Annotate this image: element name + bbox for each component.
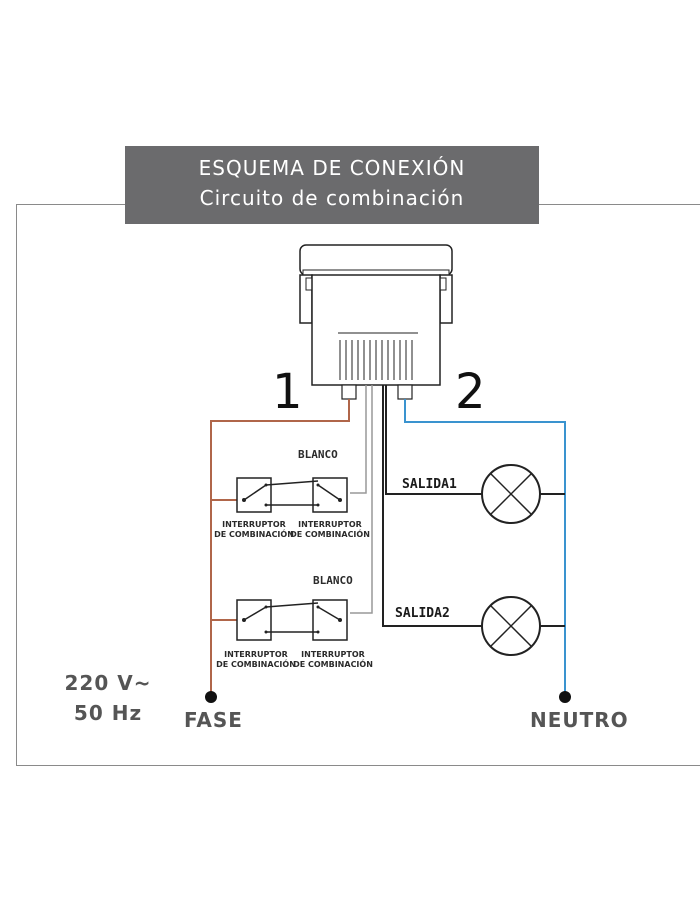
fase-wire (210, 399, 350, 693)
switch-1a-label-line1: INTERRUPTOR (222, 520, 286, 529)
salida2-label: SALIDA2 (395, 606, 450, 621)
switch-2a-label-line2: DE COMBINACIÓN (216, 658, 296, 669)
switch-pair-1 (236, 477, 348, 513)
switch-1b-label-line1: INTERRUPTOR (298, 520, 362, 529)
lamp-salida2 (481, 596, 541, 656)
output-wires (382, 385, 565, 627)
switch-pair-2 (236, 599, 348, 641)
neutro-terminal-dot (559, 691, 571, 703)
terminal-2-label: 2 (455, 364, 486, 420)
blanco-label-2: BLANCO (313, 574, 353, 587)
device-vents (338, 332, 418, 380)
fase-label: FASE (184, 708, 243, 732)
switch-1a-label-line2: DE COMBINACIÓN (214, 528, 294, 539)
switch-2a-label-line1: INTERRUPTOR (224, 650, 288, 659)
title-line-2: Circuito de combinación (199, 186, 465, 210)
terminal-1-label: 1 (272, 364, 303, 420)
frequency-label: 50 Hz (74, 701, 142, 725)
device-module (299, 244, 453, 400)
neutro-wire (404, 399, 566, 693)
voltage-label: 220 V~ (65, 671, 152, 695)
lamp-salida1 (481, 464, 541, 524)
blanco-wires (350, 385, 373, 614)
switch-1b-label-line2: DE COMBINACIÓN (290, 528, 370, 539)
blanco-label-1: BLANCO (298, 448, 338, 461)
neutro-label: NEUTRO (530, 708, 629, 732)
salida1-label: SALIDA1 (402, 477, 457, 492)
title-box: ESQUEMA DE CONEXIÓN Circuito de combinac… (125, 146, 539, 224)
switch-2b-label-line1: INTERRUPTOR (301, 650, 365, 659)
switch-2b-label-line2: DE COMBINACIÓN (293, 658, 373, 669)
fase-terminal-dot (205, 691, 217, 703)
title-line-1: ESQUEMA DE CONEXIÓN (198, 156, 466, 180)
